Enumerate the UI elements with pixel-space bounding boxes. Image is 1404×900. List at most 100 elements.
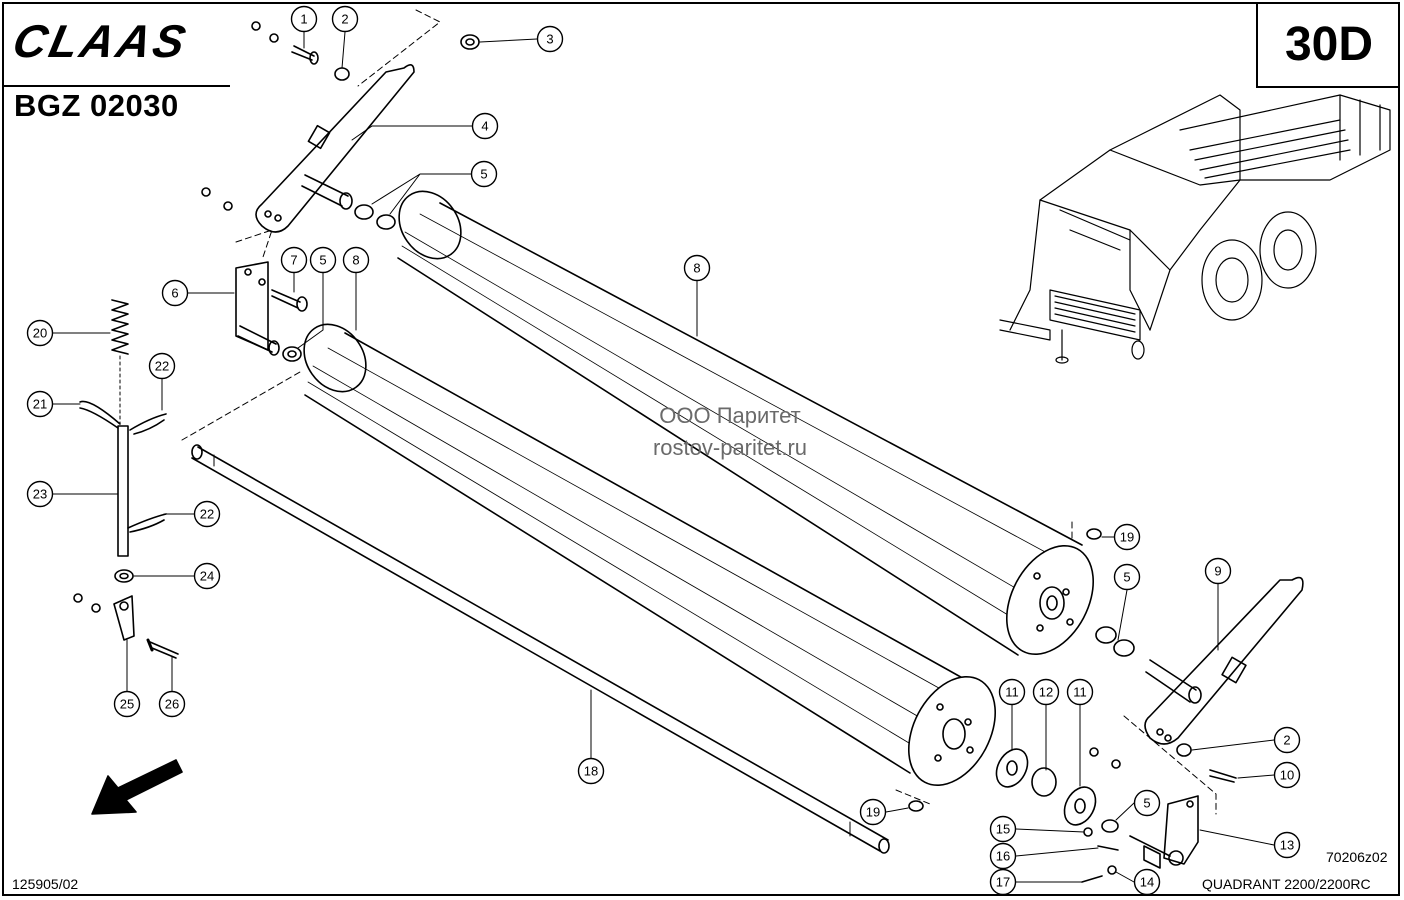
callout-circle (577, 757, 605, 785)
callout-number: 17 (996, 875, 1010, 890)
callout-circle (683, 254, 711, 282)
callout-number: 20 (33, 326, 47, 341)
callout-8: 8 (342, 246, 370, 274)
callout-2: 2 (1273, 726, 1301, 754)
model-name: QUADRANT 2200/2200RC (1202, 876, 1371, 892)
callout-circle (280, 246, 308, 274)
callout-6: 6 (161, 279, 189, 307)
callout-25: 25 (113, 690, 141, 718)
callout-number: 11 (1073, 685, 1087, 700)
callout-7: 7 (280, 246, 308, 274)
callout-26: 26 (158, 690, 186, 718)
callout-number: 25 (120, 697, 134, 712)
callout-19: 19 (859, 798, 887, 826)
callout-24: 24 (193, 562, 221, 590)
callout-number: 3 (546, 32, 553, 47)
header-rule (2, 85, 230, 87)
callout-1: 1 (290, 5, 318, 33)
callout-number: 8 (693, 261, 700, 276)
baler-inset-illustration (999, 94, 1391, 364)
callout-17: 17 (989, 868, 1017, 896)
callout-10: 10 (1273, 761, 1301, 789)
callout-13: 13 (1273, 831, 1301, 859)
callout-14: 14 (1133, 868, 1161, 896)
watermark: ООО Паритет rostov-paritet.ru (560, 400, 900, 464)
callout-circle (1273, 831, 1301, 859)
callout-number: 5 (1123, 570, 1130, 585)
right-arm (1144, 576, 1304, 745)
callout-number: 1 (300, 12, 307, 27)
callout-3: 3 (536, 25, 564, 53)
callout-23: 23 (26, 480, 54, 508)
callout-number: 5 (1143, 796, 1150, 811)
lower-roller (303, 323, 997, 787)
drawing-number: 70206z02 (1326, 849, 1388, 865)
document-id: BGZ 02030 (14, 88, 179, 123)
callout-number: 13 (1280, 838, 1294, 853)
callout-circle (290, 5, 318, 33)
callout-number: 14 (1140, 875, 1154, 890)
callout-circle (989, 868, 1017, 896)
callout-circle (1113, 523, 1141, 551)
callout-circle (331, 5, 359, 33)
callout-number: 5 (480, 167, 487, 182)
left-arm (255, 64, 415, 233)
bracket-plate (1129, 795, 1199, 866)
callout-circle (1204, 557, 1232, 585)
callout-5: 5 (1133, 789, 1161, 817)
bearing-plate (235, 261, 280, 356)
callout-number: 22 (155, 359, 169, 374)
callout-number: 19 (866, 805, 880, 820)
callout-circle (342, 246, 370, 274)
leader-lines (52, 31, 1275, 883)
callout-11: 11 (1066, 678, 1094, 706)
callout-22: 22 (148, 352, 176, 380)
callout-circle (998, 678, 1026, 706)
callout-21: 21 (26, 390, 54, 418)
callout-22: 22 (193, 500, 221, 528)
callout-circle (309, 246, 337, 274)
callout-circle (26, 480, 54, 508)
callout-number: 2 (1283, 733, 1290, 748)
callout-5: 5 (1113, 563, 1141, 591)
callout-circle (26, 319, 54, 347)
callout-5: 5 (470, 160, 498, 188)
assembly-lines (181, 9, 1217, 815)
callout-9: 9 (1204, 557, 1232, 585)
callout-18: 18 (577, 757, 605, 785)
footer-left-code: 125905/02 (12, 876, 79, 892)
callout-circle (158, 690, 186, 718)
watermark-line1: ООО Паритет (659, 403, 801, 428)
callout-circle (536, 25, 564, 53)
callout-19: 19 (1113, 523, 1141, 551)
callout-circle (1032, 678, 1060, 706)
callout-2: 2 (331, 5, 359, 33)
shaft (191, 444, 890, 854)
callout-number: 8 (352, 253, 359, 268)
callout-circle (193, 562, 221, 590)
callout-number: 22 (200, 507, 214, 522)
callout-circle (859, 798, 887, 826)
callout-circle (1273, 761, 1301, 789)
callout-8: 8 (683, 254, 711, 282)
page-code: 30D (1256, 2, 1400, 88)
hardware (201, 21, 1237, 883)
callout-circle (161, 279, 189, 307)
watermark-line2: rostov-paritet.ru (652, 435, 808, 460)
callout-number: 24 (200, 569, 214, 584)
callout-20: 20 (26, 319, 54, 347)
callout-16: 16 (989, 842, 1017, 870)
callout-number: 4 (481, 119, 488, 134)
callout-number: 16 (996, 849, 1010, 864)
callout-circle (1273, 726, 1301, 754)
callout-15: 15 (989, 815, 1017, 843)
callout-number: 23 (33, 487, 47, 502)
callout-11: 11 (998, 678, 1026, 706)
callout-circle (148, 352, 176, 380)
callout-number: 19 (1120, 530, 1134, 545)
callout-number: 18 (584, 764, 598, 779)
callout-number: 9 (1214, 564, 1221, 579)
